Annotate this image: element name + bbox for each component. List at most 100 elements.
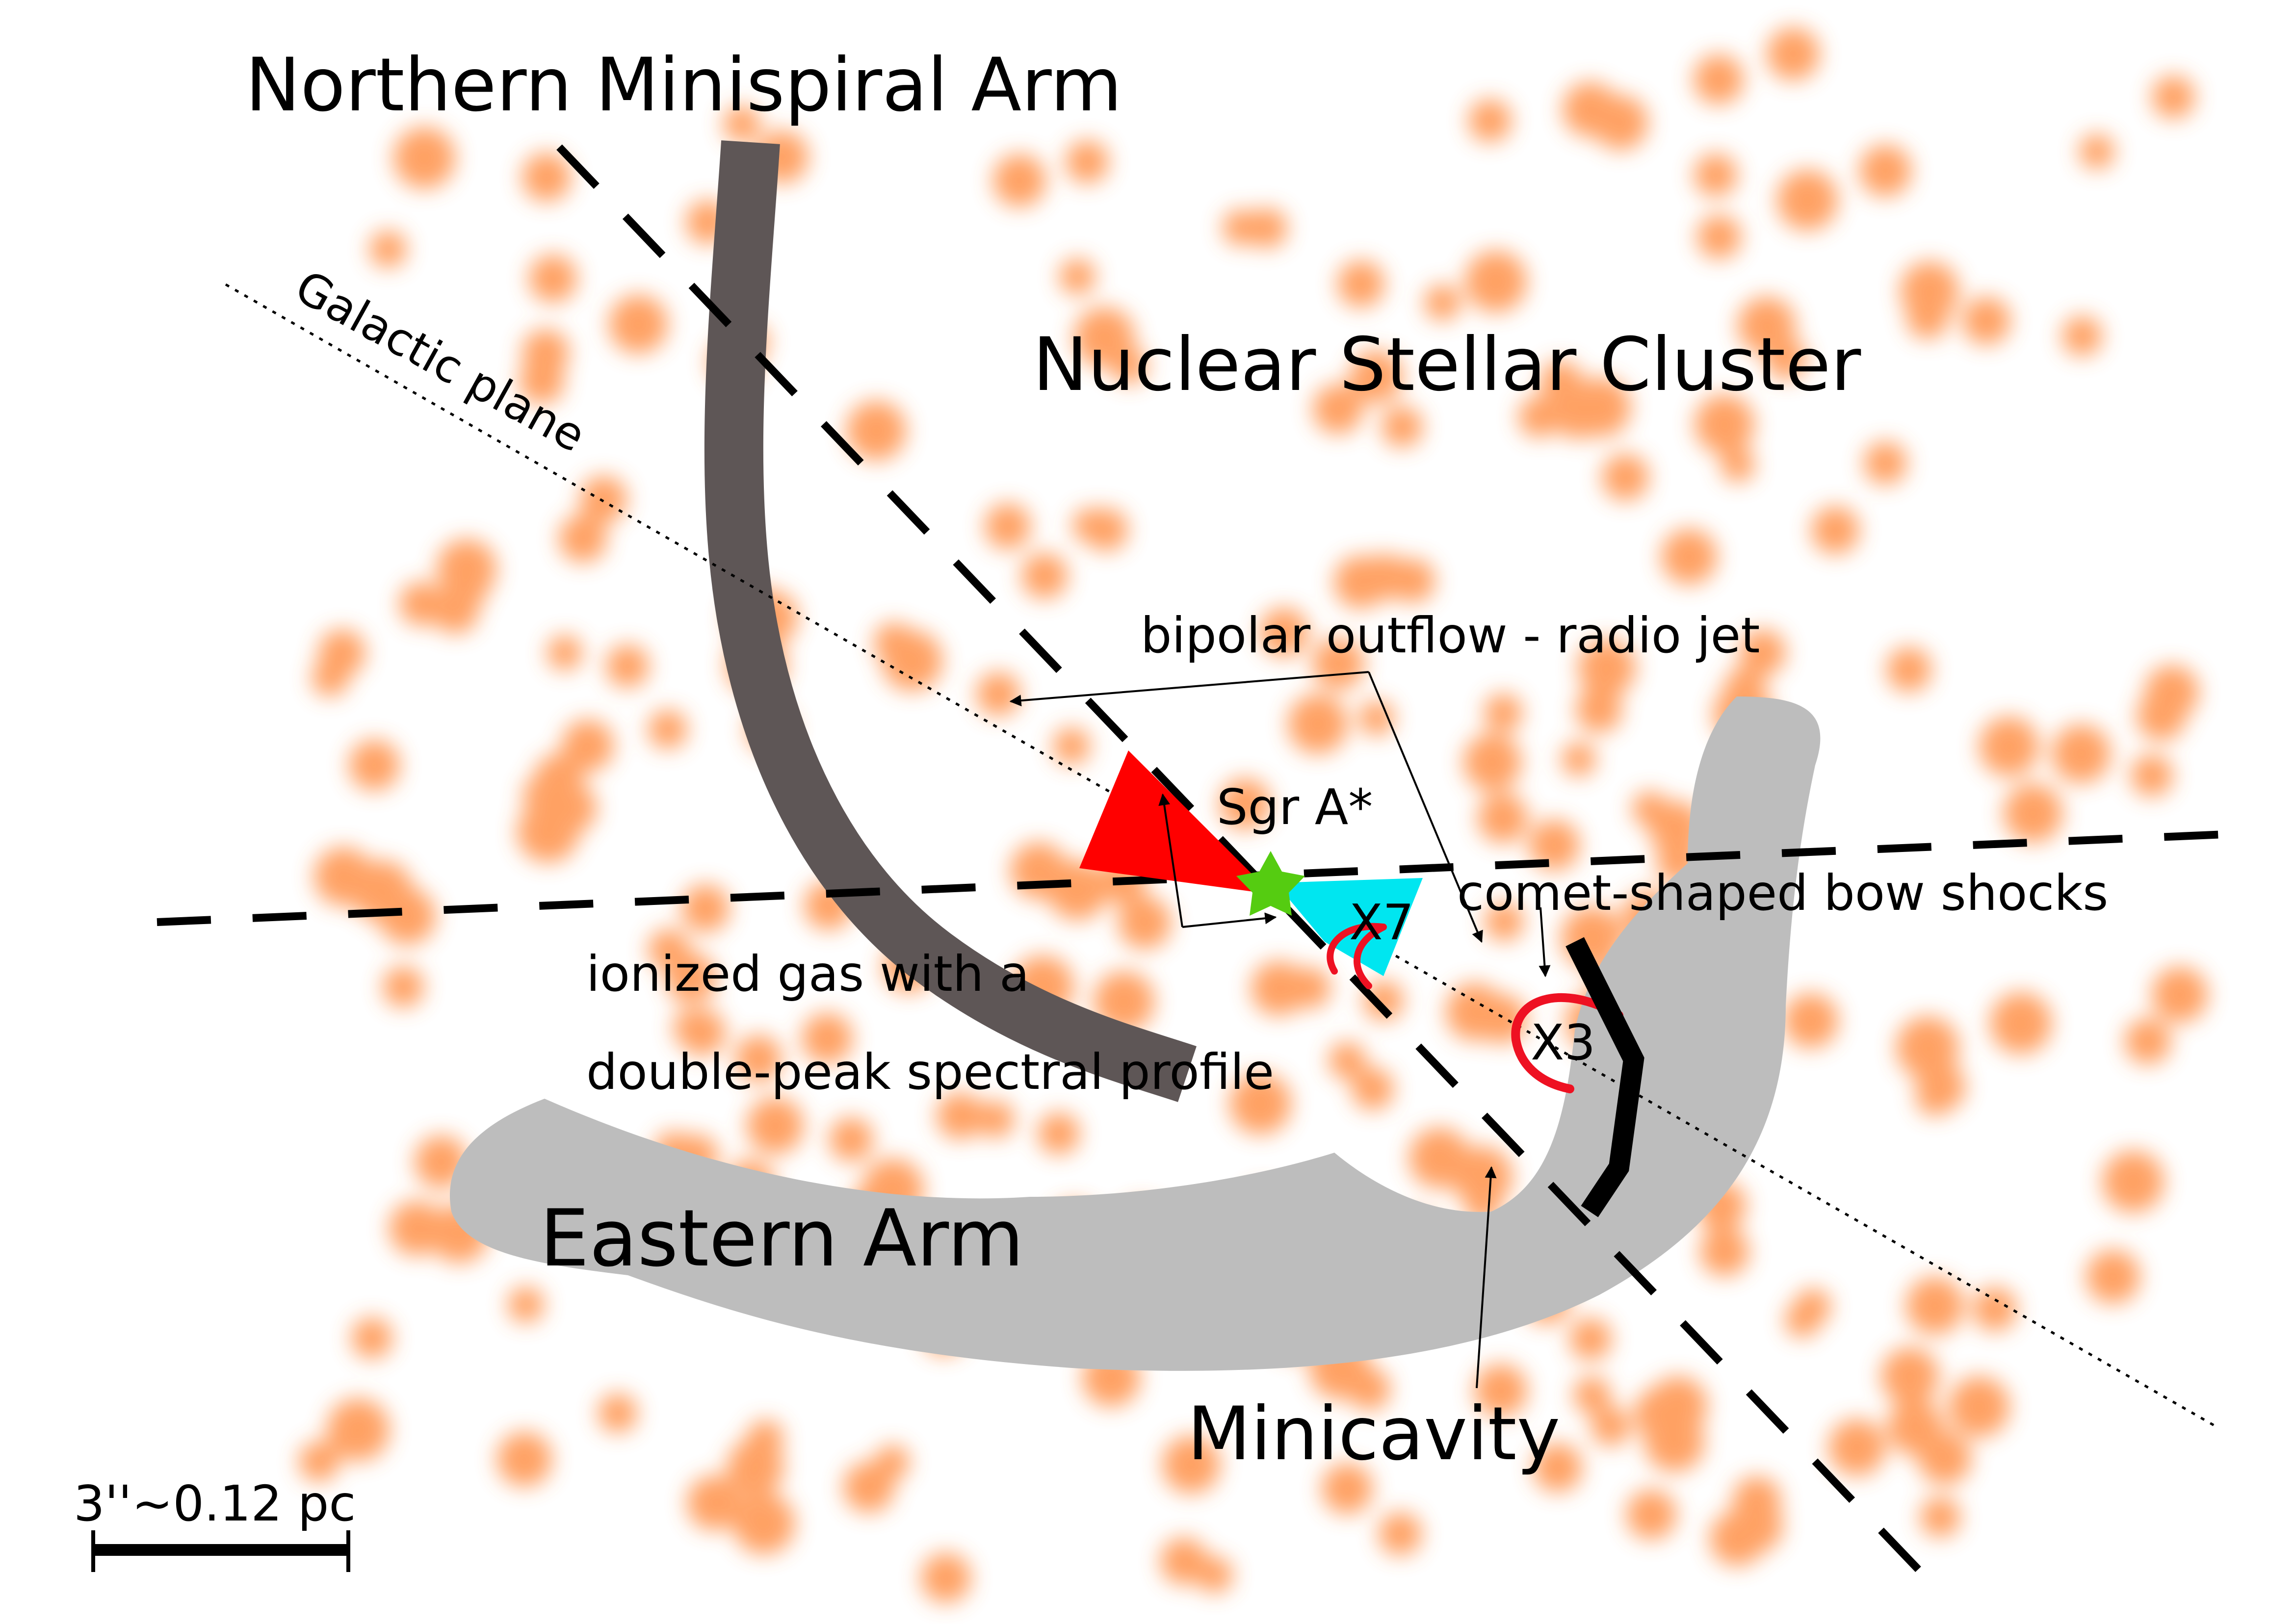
star-blob <box>1738 297 1796 355</box>
star-blob <box>1949 1376 2009 1437</box>
star-blob <box>2152 76 2195 119</box>
star-blob <box>2137 692 2186 741</box>
star-blob <box>1973 1287 2017 1331</box>
star-blob <box>1382 406 1423 447</box>
star-blob <box>1474 1364 1527 1417</box>
star-blob <box>1881 1347 1939 1405</box>
star-blob <box>1160 1538 1207 1585</box>
star-blob <box>1066 140 1109 183</box>
galactic-plane-line <box>225 283 2218 1429</box>
star-blob <box>681 884 730 932</box>
star-blob <box>1247 208 1287 248</box>
bipolar-arrow-line-right <box>1368 671 1483 943</box>
star-blob <box>1094 971 1154 1032</box>
star-blob <box>1591 1407 1630 1446</box>
star-blob <box>1563 82 1617 137</box>
star-blob <box>1576 687 1622 733</box>
star-blob <box>1337 260 1384 308</box>
star-blob <box>648 710 687 749</box>
star-blob <box>1859 145 1911 197</box>
nuclear-cluster-label: Nuclear Stellar Cluster <box>1033 322 1861 408</box>
star-blob <box>1533 1443 1582 1492</box>
star-blob <box>1569 1318 1612 1360</box>
x3-bow-shock <box>1511 993 1623 1093</box>
star-blob <box>1118 896 1171 949</box>
comet-label: comet-shaped bow shocks <box>1457 864 2108 922</box>
minicavity-edge <box>1565 937 1644 1217</box>
star-blob <box>1485 902 1524 941</box>
star-blob <box>747 1097 804 1154</box>
star-blob <box>733 1493 795 1554</box>
star-blob <box>1710 1511 1765 1566</box>
star-blob <box>1697 215 1741 259</box>
star-blob <box>1916 1078 1954 1116</box>
star-blob <box>609 295 668 354</box>
horizontal-axis-dashed <box>156 830 2238 926</box>
star-blob <box>1783 993 1838 1048</box>
star-blob <box>1828 1419 1885 1476</box>
star-blob <box>1259 608 1308 657</box>
star-blob <box>1694 154 1737 197</box>
star-blob <box>508 1287 544 1323</box>
star-blob <box>318 629 365 676</box>
star-blob <box>2086 1250 2140 1304</box>
star-blob <box>921 1553 971 1603</box>
bipolar-label: bipolar outflow - radio jet <box>1141 607 1760 664</box>
star-blob <box>580 476 627 523</box>
star-blob <box>1362 554 1408 600</box>
star-blob <box>497 1432 552 1487</box>
star-blob <box>1322 1463 1373 1514</box>
star-blob <box>2052 724 2111 783</box>
scale-label: 3''~0.12 pc <box>74 1475 356 1532</box>
sgra-label: Sgr A* <box>1217 778 1373 836</box>
star-blob <box>666 953 717 1004</box>
star-blob <box>606 644 649 688</box>
star-blob <box>1484 694 1522 732</box>
star-blob <box>1059 258 1095 295</box>
star-blob <box>687 1475 742 1530</box>
star-blob <box>1251 961 1306 1016</box>
star-blob <box>847 407 899 459</box>
star-blob <box>1288 694 1348 754</box>
star-blob <box>1540 361 1582 403</box>
star-blob <box>547 635 582 670</box>
star-blob <box>351 1317 392 1359</box>
star-blob <box>432 587 479 634</box>
star-blob <box>1602 454 1649 501</box>
star-blob <box>1446 983 1504 1041</box>
star-blob <box>1465 251 1527 312</box>
star-blob <box>327 1398 390 1461</box>
star-blob <box>1220 778 1271 829</box>
ionized-arrow-up <box>1158 793 1183 928</box>
star-blob <box>1906 1277 1964 1335</box>
red-ionized-lobe <box>1079 750 1261 893</box>
eastern-arm-label: Eastern Arm <box>540 1192 1024 1284</box>
star-blob <box>1694 54 1744 104</box>
star-blob <box>389 1201 444 1256</box>
star-blob <box>1896 1016 1959 1079</box>
star-blob <box>1795 1289 1831 1325</box>
star-blob <box>369 231 407 268</box>
star-blob <box>1329 1042 1366 1079</box>
star-blob <box>1864 441 1907 485</box>
star-blob <box>1886 647 1931 692</box>
stellar-field <box>299 27 2208 1603</box>
star-blob <box>1906 297 1949 339</box>
cyan-ionized-lobe <box>1276 878 1423 976</box>
minicavity-arrow <box>1476 1166 1497 1389</box>
star-blob <box>529 255 577 303</box>
x3-label: X3 <box>1531 1014 1595 1071</box>
star-blob <box>562 720 614 772</box>
ionized-label-2: double-peak spectral profile <box>586 1043 1274 1101</box>
northern-minispiral-arm <box>704 140 1197 1102</box>
star-blob <box>875 1445 910 1479</box>
ionized-label-1: ionized gas with a <box>586 945 1029 1003</box>
star-blob <box>937 1092 984 1139</box>
star-blob <box>1529 820 1580 871</box>
star-blob <box>1379 1512 1422 1555</box>
star-blob <box>1811 506 1859 554</box>
star-blob <box>299 1442 339 1482</box>
star-blob <box>1085 508 1128 551</box>
star-blob <box>1721 448 1755 482</box>
